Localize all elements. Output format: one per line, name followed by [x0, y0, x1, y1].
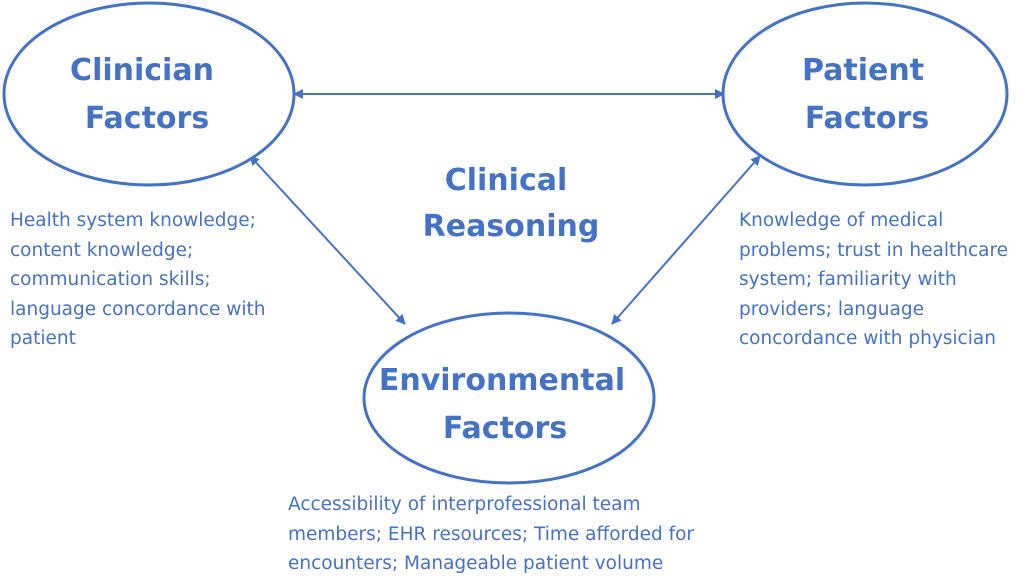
- patient-ellipse: [721, 1, 1009, 187]
- clinician-desc-line: content knowledge;: [10, 239, 194, 261]
- patient-desc-line: Knowledge of medical: [739, 210, 944, 231]
- clinical-reasoning-label: Clinical Reasoning: [423, 163, 600, 244]
- environmental-factors-description: Accessibility of interprofessional team …: [288, 490, 694, 579]
- patient-desc-line: problems; trust in healthcare: [739, 239, 1009, 261]
- clinician-environmental-arrow: [249, 155, 406, 325]
- clinician-ellipse: [2, 1, 296, 187]
- clinician-title-line2: Factors: [85, 101, 209, 136]
- clinician-node: Clinician Factors: [2, 1, 296, 187]
- patient-desc-line: system; familiarity with: [739, 269, 957, 290]
- clinician-desc-line: Health system knowledge;: [10, 210, 256, 231]
- environmental-node: Environmental Factors: [362, 311, 656, 485]
- environmental-desc-line: encounters; Manageable patient volume: [288, 553, 664, 574]
- center-title-line2: Reasoning: [423, 209, 600, 244]
- clinician-desc-line: communication skills;: [10, 269, 211, 290]
- patient-desc-line: providers; language: [739, 298, 924, 320]
- environmental-desc-line: members; EHR resources; Time afforded fo…: [288, 523, 695, 545]
- patient-desc-line: concordance with physician: [739, 328, 996, 349]
- patient-factors-description: Knowledge of medical problems; trust in …: [739, 206, 1008, 354]
- patient-title-line2: Factors: [805, 101, 929, 136]
- environmental-title-line1: Environmental: [379, 363, 625, 398]
- clinician-factors-description: Health system knowledge; content knowled…: [10, 206, 266, 354]
- patient-title-line1: Patient: [802, 53, 924, 88]
- center-title-line1: Clinical: [445, 163, 568, 198]
- clinician-desc-line: patient: [10, 328, 76, 349]
- patient-environmental-arrow: [611, 155, 761, 325]
- clinician-title-line1: Clinician: [70, 53, 214, 88]
- environmental-ellipse: [362, 311, 656, 485]
- environmental-title-line2: Factors: [443, 411, 567, 446]
- environmental-desc-line: Accessibility of interprofessional team: [288, 494, 641, 515]
- patient-node: Patient Factors: [721, 1, 1009, 187]
- clinician-desc-line: language concordance with: [10, 298, 266, 320]
